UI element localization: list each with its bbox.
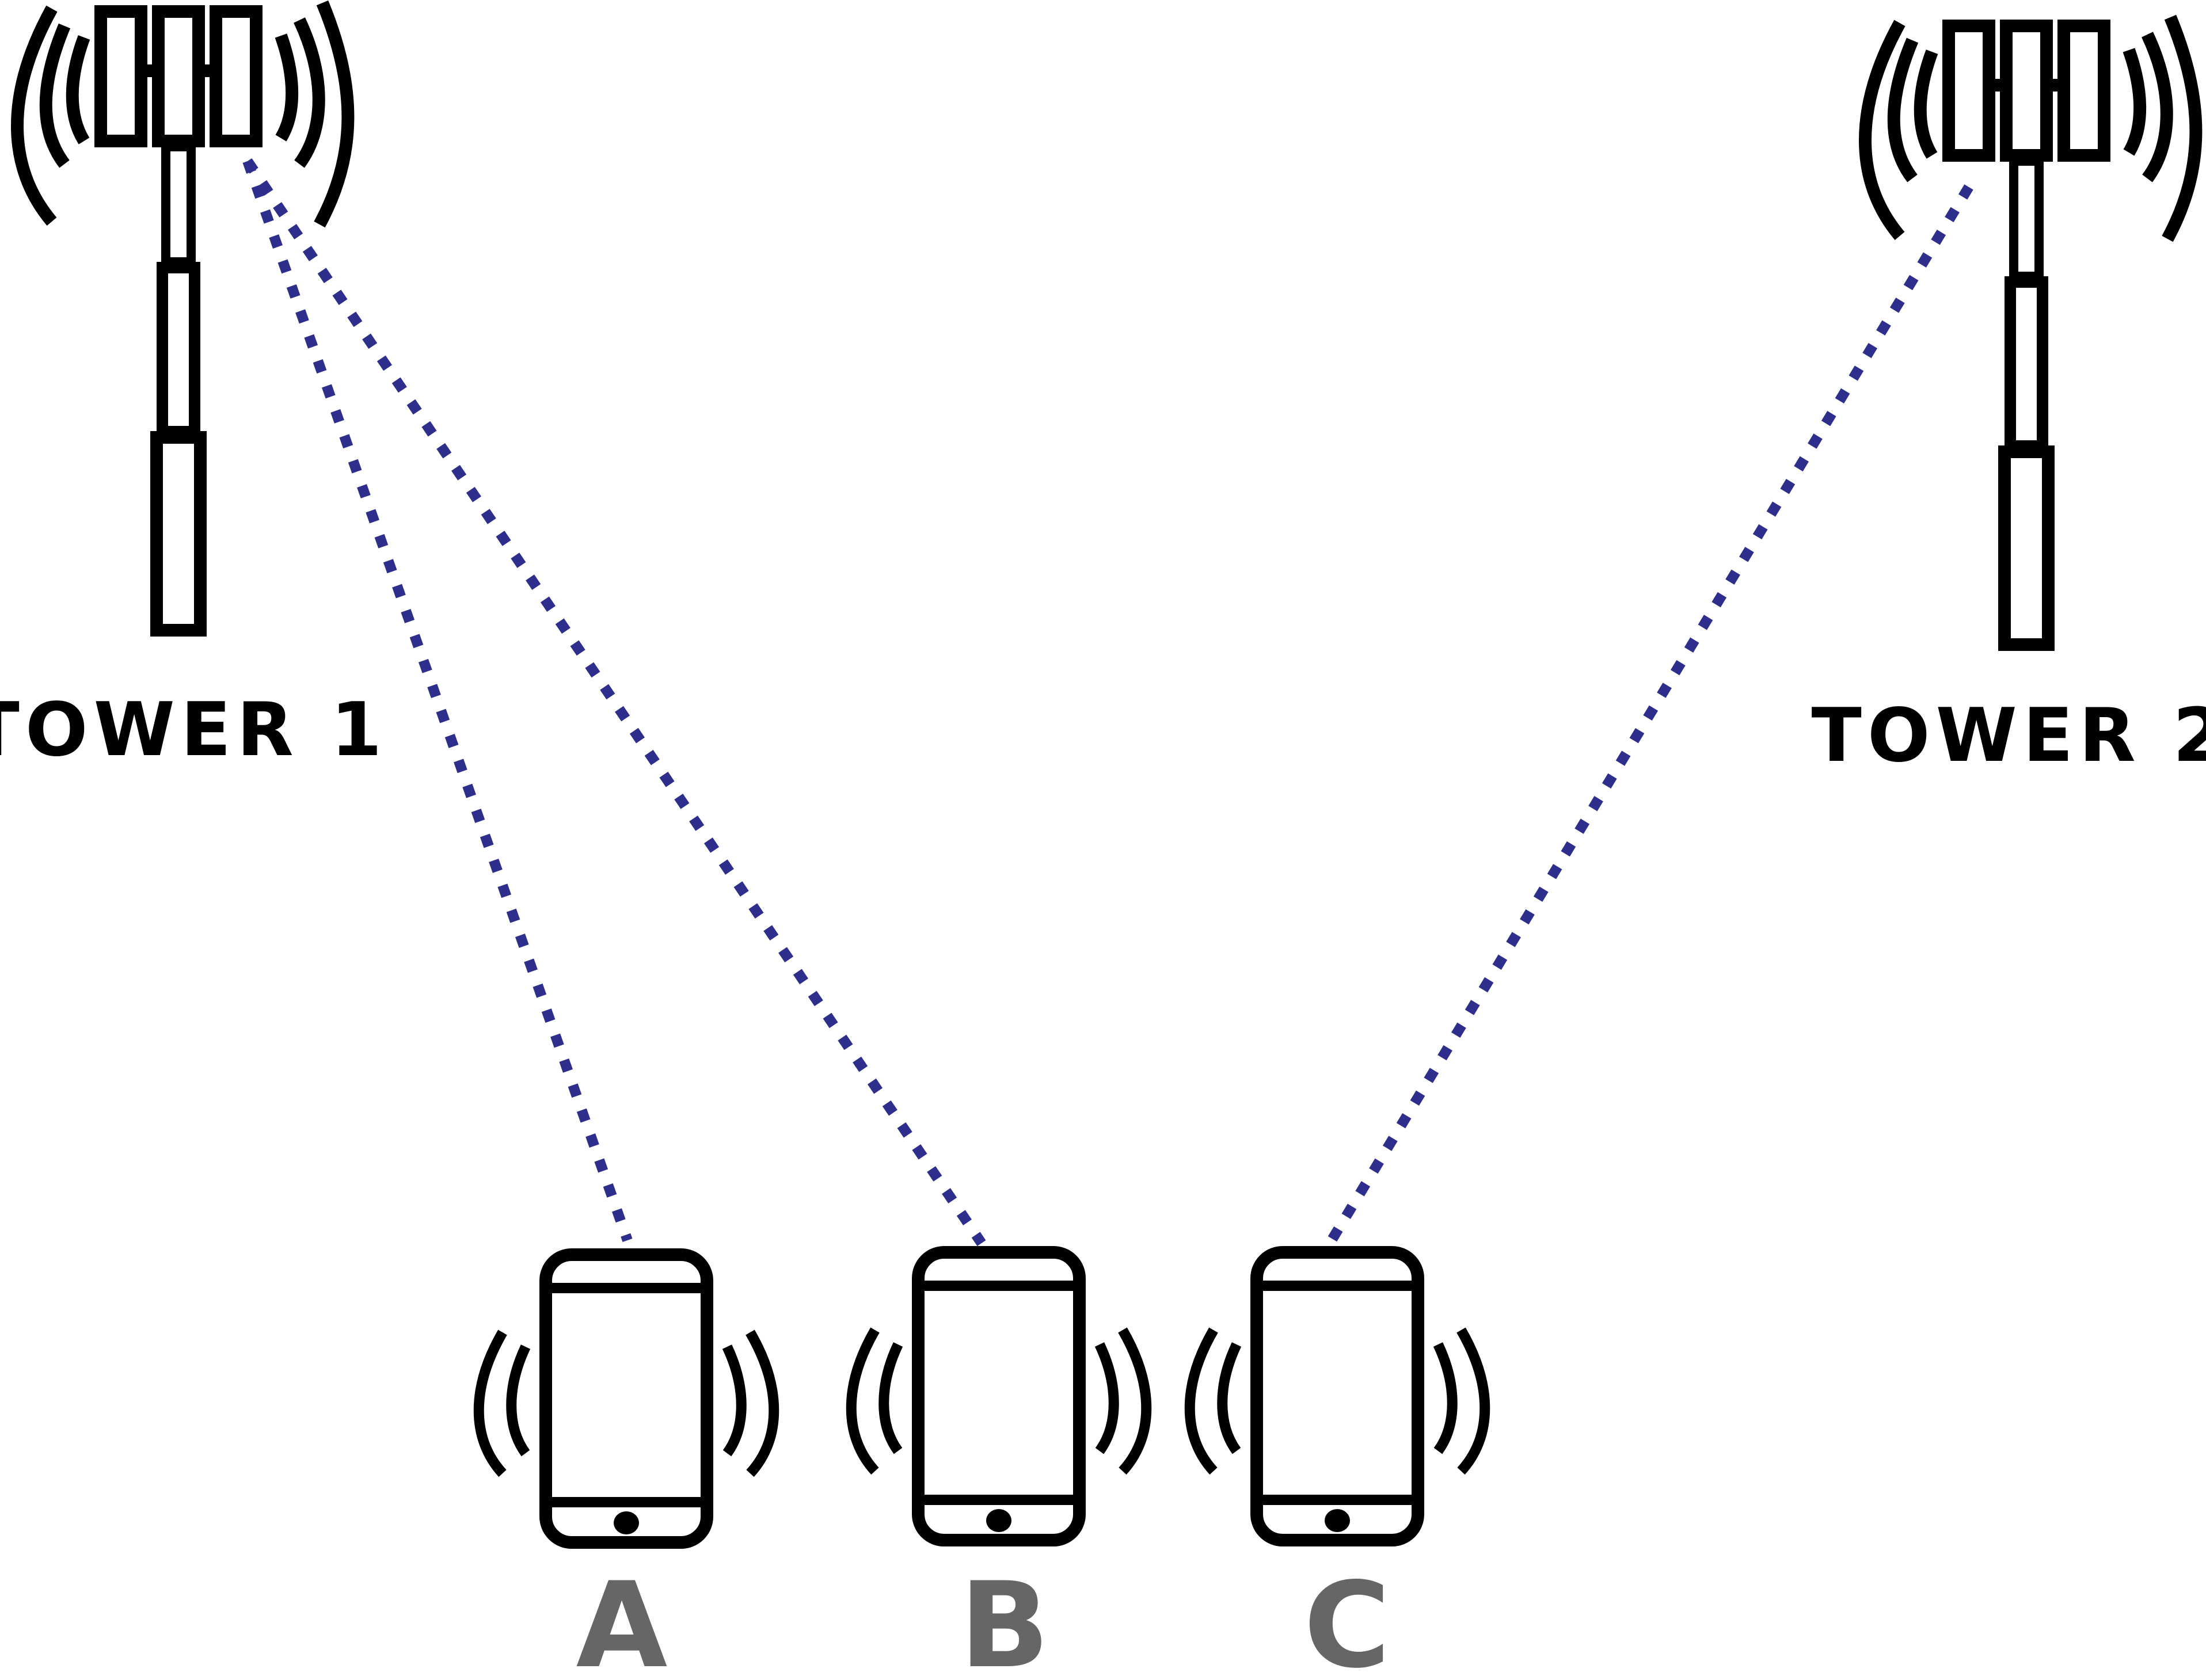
phone-c-icon: [1190, 1252, 1485, 1540]
tower-2-icon: [1865, 17, 2196, 645]
tower-1-label: TOWER 1: [0, 687, 387, 773]
phone-b-icon: [851, 1252, 1147, 1540]
signal-links: [242, 158, 1973, 1247]
tower-1: TOWER 1: [0, 3, 387, 773]
phone-c: C: [1190, 1252, 1485, 1680]
tower-2: TOWER 2: [1812, 17, 2206, 779]
phone-a-label: A: [576, 1557, 668, 1680]
signal-link-tower1-phoneA: [242, 159, 633, 1242]
signal-link-tower2-phoneC: [1325, 184, 1973, 1246]
phone-b: B: [851, 1252, 1147, 1680]
phone-a: A: [479, 1255, 774, 1680]
signal-link-tower1-phoneB: [243, 158, 986, 1247]
phone-c-label: C: [1304, 1557, 1390, 1680]
phone-b-label: B: [960, 1557, 1049, 1680]
phone-a-icon: [479, 1255, 774, 1542]
tower-2-label: TOWER 2: [1812, 693, 2206, 779]
